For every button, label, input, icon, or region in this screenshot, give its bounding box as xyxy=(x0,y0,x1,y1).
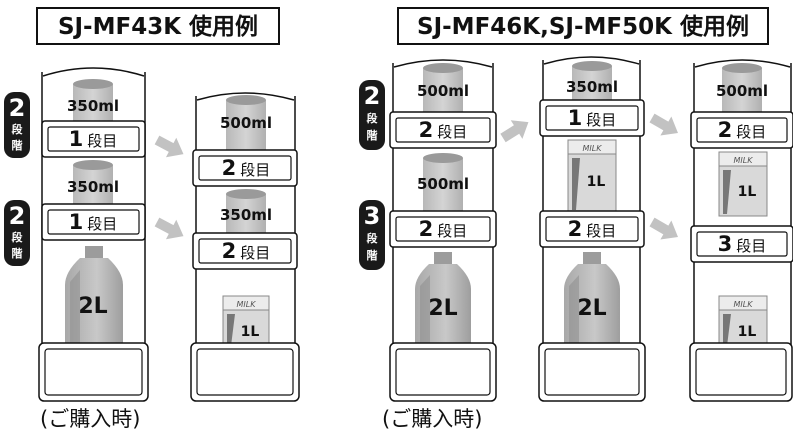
svg-text:3: 3 xyxy=(364,202,381,230)
bottle-label: 2L xyxy=(428,296,457,321)
right-title: SJ-MF46K,SJ-MF50K 使用例 xyxy=(417,14,749,40)
svg-text:段: 段 xyxy=(12,230,23,244)
carton-size: 1L xyxy=(587,174,606,190)
svg-text:階: 階 xyxy=(12,138,23,152)
left-title: SJ-MF43K 使用例 xyxy=(58,14,258,40)
right-caption: (ご購入時) xyxy=(382,407,482,431)
left-badge-2: 2 段 階 xyxy=(4,200,30,266)
carton-label: MILK xyxy=(237,300,257,309)
carton-size: 1L xyxy=(241,324,260,340)
svg-text:階: 階 xyxy=(367,128,378,142)
svg-text:2: 2 xyxy=(364,82,381,110)
arrow-icon xyxy=(497,112,535,148)
bottle-label: 500ml xyxy=(716,82,768,100)
right-title-box xyxy=(397,7,769,45)
svg-text:2: 2 xyxy=(9,202,26,230)
carton-label: MILK xyxy=(583,144,603,153)
left-title-box xyxy=(36,7,280,45)
arrow-icon xyxy=(646,212,684,247)
right-badge-1: 2 段 階 xyxy=(359,80,385,150)
carton-size: 1L xyxy=(738,184,757,200)
arrow-icon xyxy=(151,130,189,164)
arrow-icon xyxy=(151,212,189,246)
right-badge-2: 3 段 階 xyxy=(359,200,385,270)
carton-size: 1L xyxy=(738,324,757,340)
svg-text:段: 段 xyxy=(367,111,378,125)
left-badge-1: 2 段 階 xyxy=(4,92,30,158)
bottle-label: 350ml xyxy=(67,178,119,196)
arrow-icon xyxy=(646,108,684,143)
svg-text:段: 段 xyxy=(12,122,23,136)
svg-text:階: 階 xyxy=(367,248,378,262)
bottle-label: 500ml xyxy=(220,114,272,132)
bottle-label: 500ml xyxy=(417,82,469,100)
carton-label: MILK xyxy=(734,156,754,165)
bottle-label: 350ml xyxy=(67,97,119,115)
bottle-label: 500ml xyxy=(417,175,469,193)
bottle-label: 2L xyxy=(577,296,606,321)
svg-text:階: 階 xyxy=(12,246,23,260)
left-caption: (ご購入時) xyxy=(40,407,140,431)
bottle-label: 2L xyxy=(78,294,107,319)
svg-text:2: 2 xyxy=(9,94,26,122)
bottle-label: 350ml xyxy=(566,78,618,96)
svg-text:段: 段 xyxy=(367,231,378,245)
carton-label: MILK xyxy=(734,300,754,309)
bottle-label: 350ml xyxy=(220,206,272,224)
